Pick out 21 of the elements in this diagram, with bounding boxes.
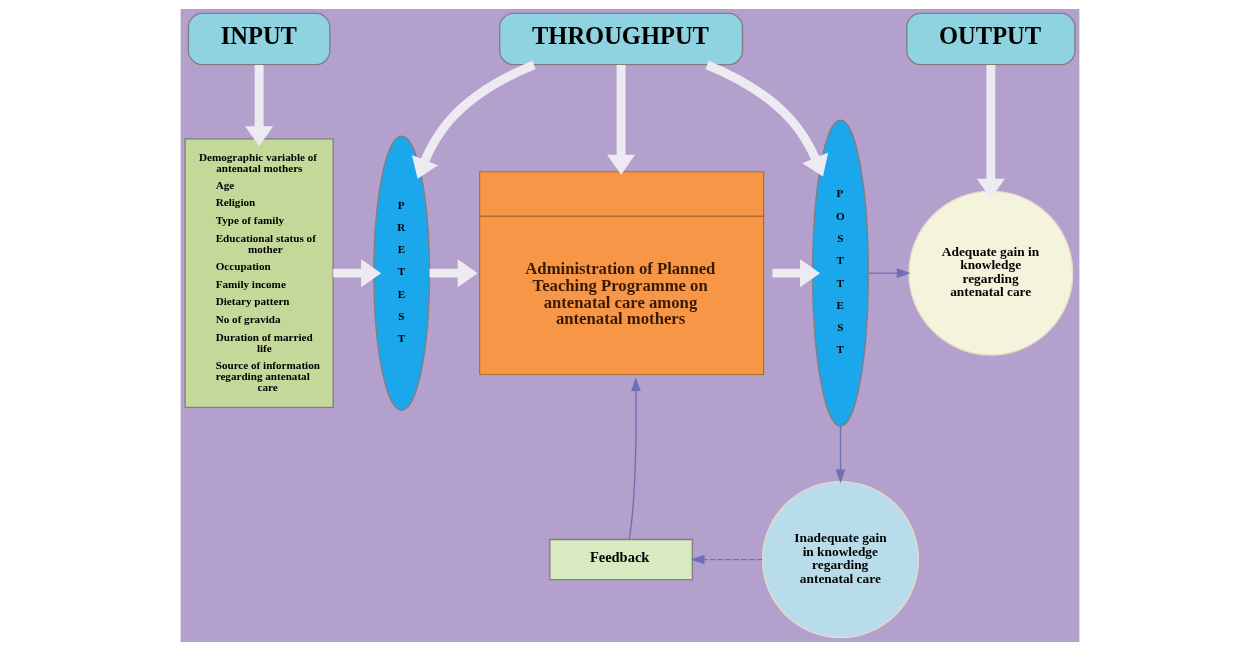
arrow (333, 258, 382, 287)
node-box: Feedback (549, 538, 694, 580)
arrow (867, 267, 911, 278)
arrow (835, 424, 846, 483)
arrow (607, 64, 636, 175)
arrow (690, 554, 763, 564)
node-box: THROUGHPUT (499, 12, 744, 65)
node-circle: Inadequate gain in knowledge regarding antenatal care (761, 480, 920, 638)
arrow (429, 258, 478, 287)
node-box: OUTPUT (906, 12, 1076, 65)
arrow (628, 376, 641, 540)
node-ellipse: P R E T E S T (373, 134, 431, 411)
arrow (705, 60, 829, 176)
arrow (772, 258, 821, 287)
node-box: Demographic variable of antenatal mothers Age Religion Type of family Educational status of mother Occupation Family income Dietary pattern No of gravida Duration of married life Source of information regarding antenatal care (184, 137, 334, 408)
arrow (976, 64, 1005, 199)
node-circle: Adequate gain in knowledge regarding antenatal care (908, 190, 1074, 356)
arrow (411, 60, 536, 179)
arrow (245, 64, 274, 146)
node-box: INPUT (187, 12, 331, 65)
node-ellipse: P O S T T E S T (812, 119, 869, 427)
